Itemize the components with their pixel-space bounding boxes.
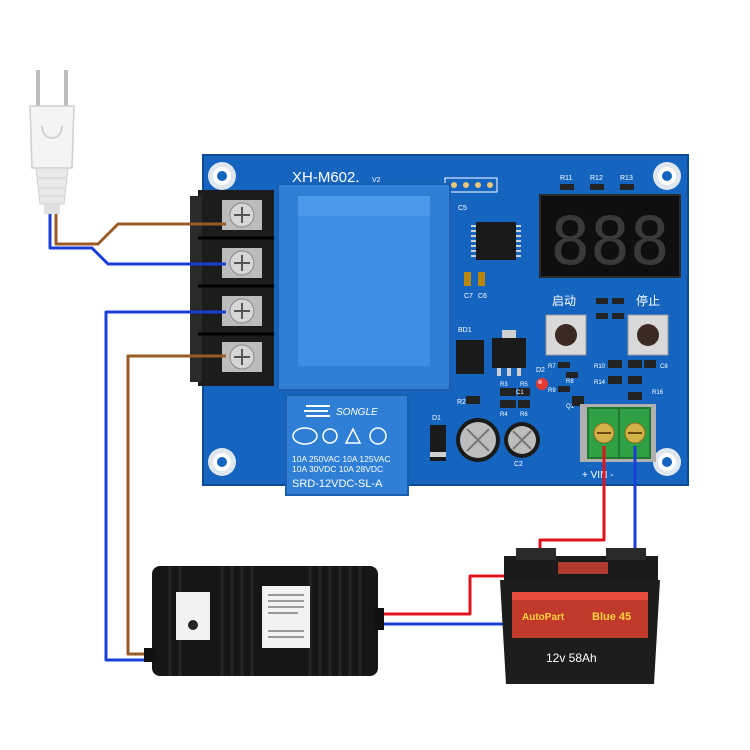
terminal-screw-3[interactable]	[222, 296, 262, 326]
r13-label: R13	[620, 175, 633, 182]
led-d2	[536, 378, 548, 390]
bd1-label: BD1	[458, 327, 472, 334]
bridge-rectifier	[456, 340, 484, 374]
relay-spec-line1: 10A 250VAC 10A 125VAC	[292, 454, 390, 464]
adapter-label-left	[176, 592, 210, 640]
r6-label: R6	[520, 412, 528, 418]
r7-label: R7	[548, 364, 556, 370]
resistor-r3	[500, 388, 516, 396]
car-battery: AutoPart Blue 45 12v 58Ah	[500, 548, 660, 684]
cqc-mark-icon	[292, 427, 318, 445]
ce-mark-icon	[322, 428, 338, 444]
board-version-label: V2	[372, 177, 381, 184]
output-screw-positive[interactable]	[593, 422, 615, 444]
warning-icon	[344, 427, 362, 444]
resistor-r5	[518, 388, 530, 396]
relay-model: SRD-12VDC-SL-A	[292, 478, 383, 490]
r8-label: R8	[566, 379, 574, 385]
battery-spec: 12v 58Ah	[546, 651, 597, 665]
power-adapter	[144, 566, 384, 676]
seven-segment-display: 888	[539, 194, 681, 280]
r14-label: R14	[594, 380, 606, 386]
r3-label: R3	[500, 382, 508, 388]
display-digits: 888	[550, 203, 669, 280]
r11-label: R11	[560, 175, 572, 182]
pin-header	[444, 177, 498, 193]
output-terminal-label: + VIN -	[582, 470, 613, 481]
mounting-hole-bottom-left	[208, 448, 236, 476]
d2-label: D2	[536, 367, 545, 374]
r9-label: R9	[548, 388, 556, 394]
mounting-hole-top-right	[653, 162, 681, 190]
r10-label: R10	[594, 364, 606, 370]
c5-label: C5	[458, 205, 467, 212]
r2-label: R2	[457, 399, 466, 406]
output-terminal-block	[580, 404, 656, 462]
transformer	[277, 183, 451, 391]
r5-label: R5	[520, 382, 528, 388]
r16-label: R16	[652, 390, 664, 396]
microcontroller-chip	[471, 222, 521, 260]
c8-label: C8	[660, 364, 668, 370]
wire-plug-brown	[54, 210, 226, 246]
resistor-r4	[500, 400, 516, 408]
c6-label: C6	[478, 293, 487, 300]
d1-label: D1	[432, 415, 441, 422]
start-button[interactable]	[545, 314, 587, 356]
diode-d1	[430, 425, 446, 461]
terminal-screw-2[interactable]	[222, 248, 262, 278]
battery-brand: AutoPart	[522, 612, 565, 623]
control-board: XH-M602. V2 C5 C7 C6 888 R11 R1	[190, 154, 689, 496]
power-plug	[29, 70, 75, 214]
r12-label: R12	[590, 175, 603, 182]
relay-spec-line2: 10A 30VDC 10A 28VDC	[292, 464, 383, 474]
battery-label-text: Blue 45	[592, 611, 631, 623]
electrolytic-capacitor-large	[456, 418, 500, 462]
resistor-r6	[518, 400, 530, 408]
smd-capacitors-c6-c7	[464, 272, 485, 286]
stop-button[interactable]	[627, 314, 669, 356]
wire-plug-blue	[48, 210, 226, 266]
relay-logo-icon	[304, 405, 330, 417]
smd-resistors-button-area	[596, 298, 624, 319]
relay: SONGLE 10A 250VAC 10A 125VAC 10A 30VDC 1…	[285, 394, 409, 496]
board-model-label: XH-M602.	[292, 169, 360, 186]
output-screw-negative[interactable]	[624, 422, 646, 444]
r4-label: R4	[500, 412, 508, 418]
terminal-screw-4[interactable]	[222, 342, 262, 372]
stop-button-label: 停止	[636, 293, 660, 308]
wire-adapter-blue	[104, 310, 226, 662]
resistor-r2	[466, 396, 480, 404]
terminal-screw-1[interactable]	[222, 200, 262, 230]
electrolytic-capacitor-c2	[504, 422, 540, 458]
voltage-regulator	[492, 330, 526, 376]
c7-label: C7	[464, 293, 473, 300]
c1-label: C1	[516, 390, 524, 396]
start-button-label: 启动	[552, 294, 576, 308]
c2-label: C2	[514, 461, 523, 468]
q1-label: Q1	[566, 404, 575, 410]
relay-brand: SONGLE	[336, 407, 378, 418]
mounting-hole-top-left	[208, 162, 236, 190]
ul-mark-icon	[369, 427, 387, 445]
mounting-hole-bottom-right	[653, 448, 681, 476]
